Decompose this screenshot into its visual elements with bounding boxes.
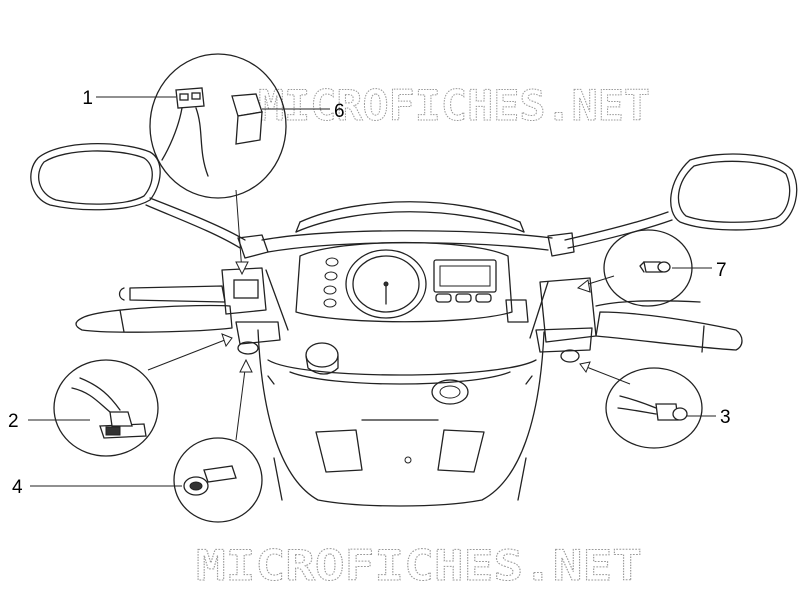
- pointer-2: [147, 337, 231, 371]
- callout-number-6: 6: [334, 101, 345, 122]
- callout-group-1-6: [96, 53, 330, 276]
- speedometer: [345, 249, 427, 319]
- callout-number-4: 4: [12, 477, 23, 498]
- watermark-top: MICROFICHES.NET: [258, 81, 650, 130]
- right-mirror: [547, 153, 798, 257]
- part-1-connector[interactable]: [161, 87, 209, 177]
- callout-number-3: 3: [720, 407, 731, 428]
- pointer-4: [235, 361, 247, 441]
- scooter-front-drawing: [30, 142, 798, 507]
- part-6-switch-cap[interactable]: [231, 93, 263, 145]
- pointer-1-6: [235, 189, 243, 273]
- callout-group-2: [28, 333, 233, 457]
- right-handlebar: [595, 300, 743, 353]
- callout-group-7: [576, 229, 712, 307]
- callout-number-2: 2: [8, 411, 19, 432]
- callout-group-3: [579, 361, 716, 449]
- callout-number-1: 1: [82, 88, 93, 109]
- part-2-switch[interactable]: [71, 377, 147, 439]
- part-4-ignition-switch[interactable]: [183, 465, 237, 496]
- callout-number-7: 7: [716, 260, 727, 281]
- left-handlebar: [75, 285, 233, 333]
- part-3-connector[interactable]: [617, 395, 688, 421]
- digital-display: [433, 259, 497, 303]
- pointer-3: [583, 365, 631, 385]
- right-switch-housing: [505, 277, 597, 363]
- part-7-bulb[interactable]: [639, 261, 671, 273]
- left-switch-housing: [221, 267, 289, 355]
- fuel-cap: [305, 342, 339, 375]
- indicator-lights: [323, 257, 339, 308]
- watermark-bottom: MICROFICHES.NET: [196, 541, 642, 590]
- callout-group-4: [30, 358, 263, 523]
- left-mirror: [30, 142, 269, 259]
